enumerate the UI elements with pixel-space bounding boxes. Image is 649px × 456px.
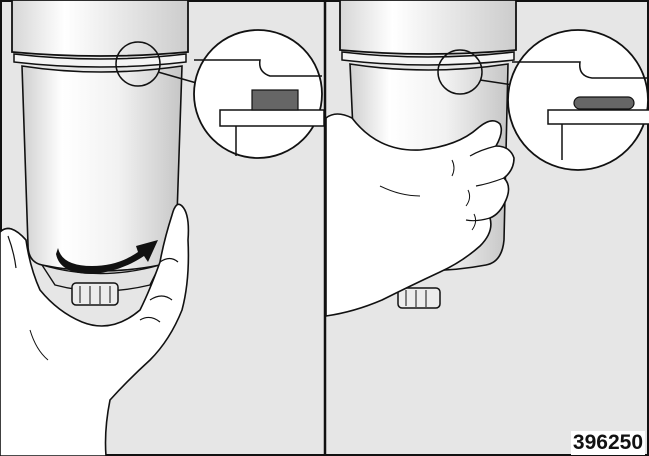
hand-icon <box>326 113 515 317</box>
drain-knob <box>71 282 119 306</box>
filter-bowl <box>21 65 183 272</box>
hand-icon <box>0 203 190 456</box>
detail-callout-circle <box>437 49 483 95</box>
seal-indicator <box>251 89 299 111</box>
seal-ring <box>13 53 187 68</box>
callout-leader <box>157 71 201 85</box>
seal-ring <box>341 51 515 66</box>
seal-indicator <box>573 96 635 110</box>
figure-number: 396250 <box>570 431 645 455</box>
right-panel <box>326 0 649 317</box>
left-panel <box>0 0 325 456</box>
rotate-arrow-icon <box>56 240 158 274</box>
drain-knob <box>397 287 441 309</box>
detail-callout-circle <box>115 41 161 87</box>
filter-head <box>11 0 189 57</box>
filter-head <box>339 0 517 55</box>
